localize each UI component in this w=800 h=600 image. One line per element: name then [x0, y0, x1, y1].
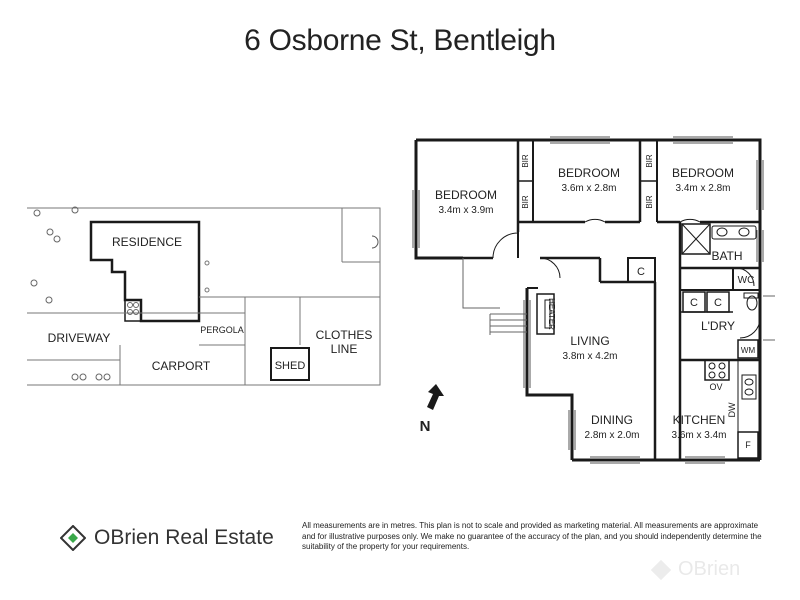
pergola-label: PERGOLA [200, 325, 244, 335]
driveway-label: DRIVEWAY [48, 331, 111, 345]
laundry-cupboard-1: C [690, 297, 698, 309]
watermark-diamond-icon [650, 559, 672, 580]
porch-outline [124, 299, 142, 322]
heater-label: HEATER [547, 298, 556, 330]
brand-logo: OBrien Real Estate [60, 525, 274, 551]
property-address-title: 6 Osborne St, Bentleigh [244, 24, 556, 57]
bir-label-1: BIR [521, 154, 530, 168]
dining-label: DINING [591, 413, 633, 427]
living-label: LIVING [570, 334, 609, 348]
laundry-cupboard-2: C [714, 297, 722, 309]
brand-name: OBrien Real Estate [94, 526, 274, 549]
carport-label: CARPORT [152, 359, 211, 373]
floor-plan [412, 136, 775, 464]
wc-label: WC [738, 275, 755, 286]
site-plan: RESIDENCE DRIVEWAY CARPORT PERGOLA SHED … [27, 206, 381, 386]
kitchen-dims: 3.6m x 3.4m [671, 430, 726, 441]
living-dims: 3.8m x 4.2m [562, 351, 617, 362]
dishwasher-label: DW [727, 402, 737, 417]
hall-cupboard: C [637, 266, 645, 278]
residence-label: RESIDENCE [112, 235, 182, 249]
watermark-text: OBrien [678, 558, 741, 580]
shed-outline [270, 347, 310, 381]
bir-label-3: BIR [645, 154, 654, 168]
dining-dims: 2.8m x 2.0m [584, 430, 639, 441]
bath-label: BATH [711, 249, 742, 263]
bedroom1-label: BEDROOM [435, 188, 497, 202]
oven-label: OV [709, 382, 722, 392]
disclaimer-text: All measurements are in metres. This pla… [302, 521, 762, 551]
bedroom2-label: BEDROOM [558, 166, 620, 180]
bedroom3-dims: 3.4m x 2.8m [675, 183, 730, 194]
bedroom2-dims: 3.6m x 2.8m [561, 183, 616, 194]
bir-label-4: BIR [645, 195, 654, 209]
clothes-line-label-1: CLOTHES [316, 328, 373, 342]
shrubs [30, 206, 139, 381]
bedroom1-dims: 3.4m x 3.9m [438, 205, 493, 216]
kitchen-label: KITCHEN [673, 413, 726, 427]
watermark-logo: OBrien [650, 558, 740, 581]
bir-label-2: BIR [521, 195, 530, 209]
north-arrow-icon [427, 384, 444, 410]
washing-machine-label: WM [741, 346, 756, 355]
bedroom3-label: BEDROOM [672, 166, 734, 180]
north-label: N [420, 418, 431, 435]
shed-label: SHED [275, 360, 306, 372]
laundry-label: L'DRY [701, 319, 735, 333]
brand-diamond-icon [60, 525, 86, 551]
clothes-line-label-2: LINE [331, 342, 358, 356]
fridge-label: F [745, 440, 751, 450]
